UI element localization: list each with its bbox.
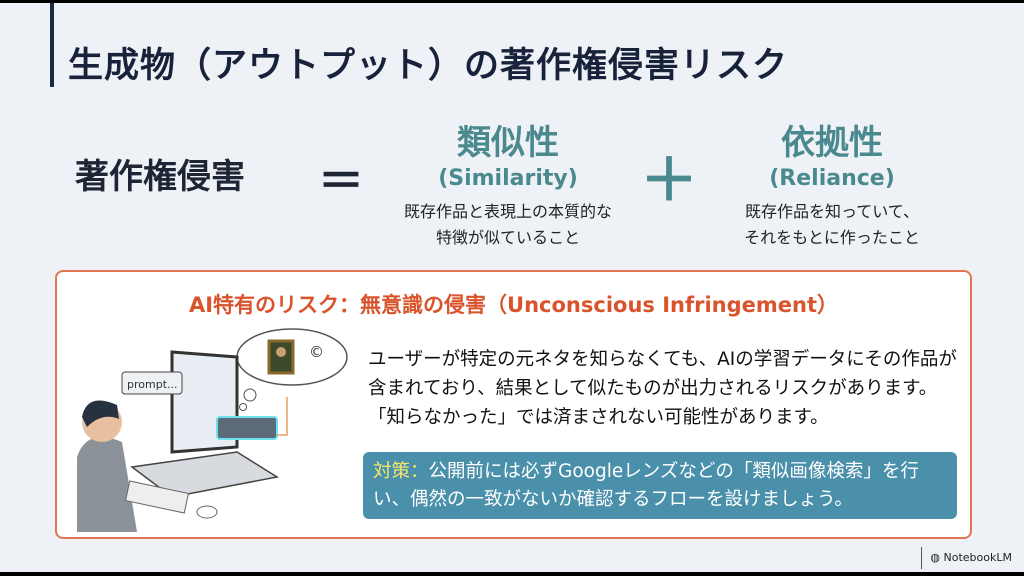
output-bubble — [216, 416, 278, 440]
risk-box: AI特有のリスク：無意識の侵害（Unconscious Infringement… — [55, 270, 972, 539]
risk-heading: AI特有のリスク：無意識の侵害（Unconscious Infringement… — [188, 293, 839, 317]
title-accent-bar — [50, 3, 54, 87]
term-similarity: 類似性 (Similarity) 既存作品と表現上の本質的な特徴が似ていること — [358, 115, 658, 251]
notebooklm-branding: ◍ NotebookLM — [921, 547, 1012, 569]
term-desc: 既存作品と表現上の本質的な特徴が似ていること — [358, 199, 658, 251]
countermeasure-text: 公開前には必ずGoogleレンズなどの「類似画像検索」を行い、偶然の一致がないか… — [373, 461, 919, 510]
term-reliance: 依拠性 (Reliance) 既存作品を知っていて、それをもとに作ったこと — [682, 115, 982, 251]
page-title: 生成物（アウトプット）の著作権侵害リスク — [68, 46, 789, 86]
term-label: 類似性 — [457, 123, 559, 163]
risk-description: ユーザーが特定の元ネタを知らなくても、AIの学習データにその作品が含まれており、… — [368, 349, 957, 428]
user-figure — [77, 437, 137, 532]
prompt-text: prompt... — [127, 378, 178, 391]
painting-icon — [267, 339, 295, 375]
branding-text: NotebookLM — [943, 551, 1012, 564]
term-desc-line: それをもとに作ったこと — [744, 228, 920, 247]
prompt-bubble — [121, 371, 183, 395]
mouse — [196, 505, 218, 519]
slide: 生成物（アウトプット）の著作権侵害リスク 著作権侵害 ＝ 類似性 (Simila… — [0, 3, 1024, 572]
user-laptop-illustration: © prompt... — [77, 328, 348, 532]
term-desc-line: 特徴が似ていること — [435, 228, 580, 247]
notebooklm-logo-icon: ◍ — [930, 551, 944, 564]
term-desc-line: 既存作品を知っていて、 — [745, 202, 919, 221]
countermeasure-label: 対策： — [373, 461, 429, 482]
copyright-icon: © — [309, 343, 324, 361]
countermeasure-box: 対策：公開前には必ずGoogleレンズなどの「類似画像検索」を行い、偶然の一致が… — [363, 452, 957, 519]
plus-sign: ＋ — [640, 146, 699, 214]
term-desc-line: 既存作品と表現上の本質的な — [403, 202, 612, 221]
term-desc: 既存作品を知っていて、それをもとに作ったこと — [682, 199, 982, 251]
keyboard — [124, 480, 190, 514]
equation-lhs: 著作権侵害 — [75, 157, 245, 197]
term-label: 依拠性 — [781, 123, 883, 163]
term-english: (Reliance) — [769, 166, 895, 191]
equals-sign: ＝ — [318, 154, 364, 208]
term-english: (Similarity) — [438, 166, 578, 191]
